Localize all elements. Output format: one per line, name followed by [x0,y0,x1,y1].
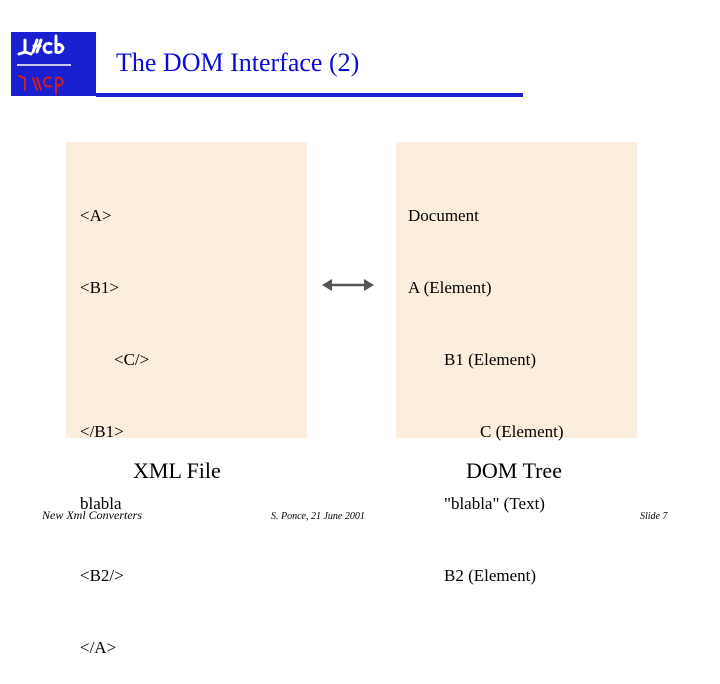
xml-line: </B1> [80,422,124,441]
xml-line: blabla [80,494,122,513]
tree-node: "blabla" (Text) [444,494,545,513]
title-underline [96,93,523,97]
footer-slide-number: Slide 7 [640,511,668,522]
tree-node: A (Element) [408,278,492,297]
footer-presentation-title: New Xml Converters [42,508,142,522]
xml-file-caption: XML File [133,458,221,483]
dom-tree-caption: DOM Tree [466,458,562,483]
xml-line: <A> [80,206,112,225]
tree-node: B2 (Element) [444,566,537,585]
tree-node: Document [408,206,479,225]
tree-node: C (Element) [480,422,564,441]
xml-line: <B1> [80,278,120,297]
xml-code-block: <A> <B1> <C/> </B1> blabla <B2/> </A> [80,156,149,684]
lhcb-logo [11,32,96,96]
lhcb-logo-icon [11,32,96,96]
tree-node: B1 (Element) [444,350,537,369]
xml-line: <B2/> [80,566,124,585]
footer-author-date: S. Ponce, 21 June 2001 [271,511,365,522]
page-title: The DOM Interface (2) [116,48,360,77]
double-arrow-icon [321,276,375,299]
xml-file-panel [66,142,307,438]
dom-tree-block: Document A (Element) B1 (Element) C (Ele… [408,156,564,612]
dom-tree-panel [396,142,637,438]
xml-line: </A> [80,638,117,657]
xml-line: <C/> [114,350,150,369]
